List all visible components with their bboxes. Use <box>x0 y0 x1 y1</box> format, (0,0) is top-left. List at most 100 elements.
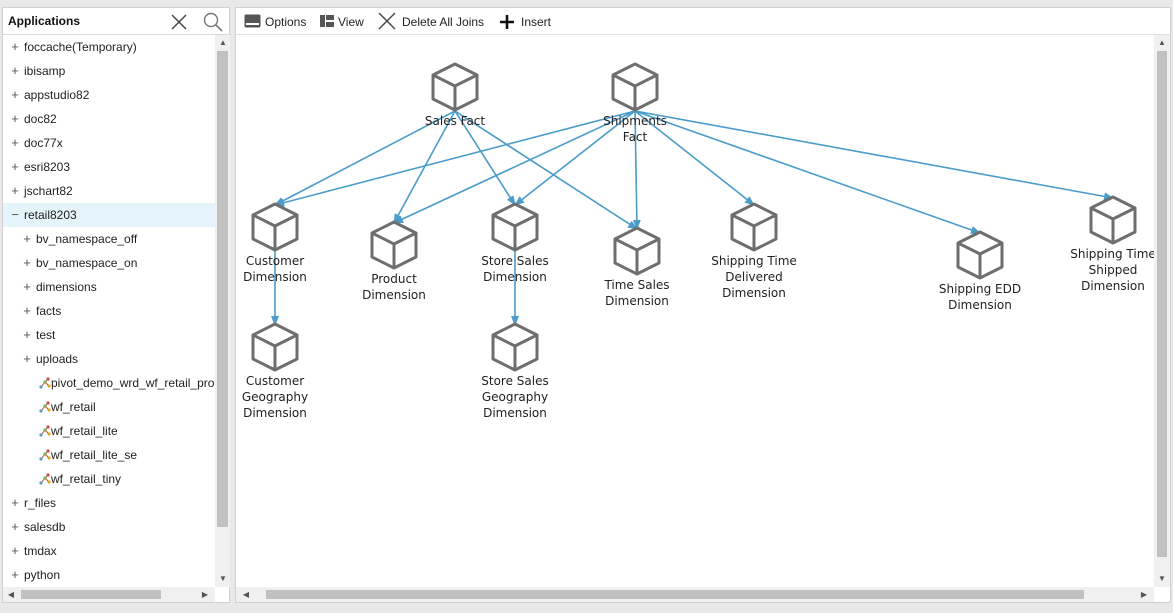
join-edge-shipments_fact-to-ship_time_shipped_dim[interactable] <box>634 110 1114 201</box>
tree-item-label: ibisamp <box>24 64 66 78</box>
canvas-vertical-scrollbar[interactable]: ▲ ▼ <box>1154 35 1170 587</box>
tree-item-label: bv_namespace_off <box>36 232 138 246</box>
scroll-right-arrow-icon[interactable]: ▶ <box>1140 590 1148 599</box>
join-edge-shipments_fact-to-product_dim[interactable] <box>393 110 636 224</box>
scroll-down-arrow-icon[interactable]: ▼ <box>219 574 227 583</box>
tree-item-facts[interactable]: + facts <box>3 299 215 323</box>
scroll-right-arrow-icon[interactable]: ▶ <box>201 590 209 599</box>
scrollbar-thumb[interactable] <box>217 51 228 527</box>
expand-icon[interactable]: + <box>11 495 19 510</box>
insert-button[interactable]: Insert <box>500 13 560 31</box>
delete-all-joins-button[interactable]: Delete All Joins <box>378 12 488 31</box>
tree-item-doc77x[interactable]: +doc77x <box>3 131 215 155</box>
close-icon[interactable] <box>169 12 189 32</box>
node-label: Fact <box>623 130 648 144</box>
tree-item-bv-namespace-off[interactable]: + bv_namespace_off <box>3 227 215 251</box>
expand-icon[interactable]: + <box>23 279 31 294</box>
expand-icon[interactable]: + <box>23 231 31 246</box>
join-edge-shipments_fact-to-customer_dim[interactable] <box>274 110 636 207</box>
tree-item-doc82[interactable]: +doc82 <box>3 107 215 131</box>
tree-vertical-scrollbar[interactable]: ▲ ▼ <box>215 35 230 587</box>
tree-item-r-files[interactable]: +r_files <box>3 491 215 515</box>
expand-icon[interactable]: + <box>23 255 31 270</box>
tree-item-test[interactable]: +test <box>3 323 215 347</box>
expand-icon[interactable]: + <box>23 327 31 342</box>
canvas-horizontal-scrollbar[interactable]: ◀ ▶ <box>236 587 1154 602</box>
tree-item-foccache-temporary-[interactable]: + foccache(Temporary) <box>3 35 215 59</box>
expand-icon[interactable]: + <box>11 567 19 582</box>
tree-item-wf-retail-tiny[interactable]: wf_retail_tiny <box>3 467 215 491</box>
search-icon[interactable] <box>202 11 224 33</box>
scrollbar-thumb[interactable] <box>21 590 161 599</box>
tree-item-label: facts <box>36 304 62 318</box>
tree-item-wf-retail-lite[interactable]: wf_retail_lite <box>3 419 215 443</box>
expand-icon[interactable]: + <box>11 39 19 54</box>
expand-icon[interactable]: + <box>11 519 19 534</box>
tree-item-python[interactable]: +python <box>3 563 215 587</box>
options-button[interactable]: Options <box>244 13 314 31</box>
expand-icon[interactable]: + <box>11 135 19 150</box>
node-label: Shipping Time <box>711 254 797 268</box>
tree-item-esri8203[interactable]: + esri8203 <box>3 155 215 179</box>
scroll-down-arrow-icon[interactable]: ▼ <box>1158 574 1166 583</box>
synonym-file-icon <box>39 473 51 485</box>
tree-item-bv-namespace-on[interactable]: +bv_namespace_on <box>3 251 215 275</box>
scrollbar-thumb[interactable] <box>266 590 1084 599</box>
tree-item-retail8203[interactable]: −retail8203 <box>3 203 215 227</box>
tree-item-ibisamp[interactable]: + ibisamp <box>3 59 215 83</box>
node-label: Dimension <box>243 270 307 284</box>
tree-horizontal-scrollbar[interactable]: ◀ ▶ <box>3 587 215 602</box>
expand-icon[interactable]: + <box>11 63 19 78</box>
scrollbar-thumb[interactable] <box>1157 51 1167 557</box>
expand-icon[interactable]: + <box>11 543 19 558</box>
tree-item-label: foccache(Temporary) <box>24 40 137 54</box>
applications-panel: Applications +foccache(Temporary)+ibisam… <box>2 7 231 603</box>
node-sales-fact[interactable]: Sales Fact <box>425 62 486 128</box>
join-diagram-panel: Options View Delete All Joins Insert <box>235 7 1171 603</box>
join-edge-shipments_fact-to-ship_time_delivered_dim[interactable] <box>634 110 755 206</box>
tree-item-salesdb[interactable]: +salesdb <box>3 515 215 539</box>
join-edge-shipments_fact-to-ship_edd_dim[interactable] <box>634 110 981 234</box>
expand-icon[interactable]: + <box>23 351 31 366</box>
node-label: Shipping Time <box>1070 247 1154 261</box>
scroll-up-arrow-icon[interactable]: ▲ <box>219 38 227 47</box>
view-button[interactable]: View <box>320 13 370 31</box>
tree-item-appstudio82[interactable]: +appstudio82 <box>3 83 215 107</box>
join-edge-shipments_fact-to-store_sales_dim[interactable] <box>514 110 636 206</box>
join-edge-sales_fact-to-time_sales_dim[interactable] <box>454 110 638 230</box>
join-edge-sales_fact-to-store_sales_dim[interactable] <box>454 110 516 206</box>
scroll-up-arrow-icon[interactable]: ▲ <box>1158 38 1166 47</box>
expand-icon[interactable]: + <box>11 87 19 102</box>
join-edge-sales_fact-to-customer_dim[interactable] <box>274 110 456 206</box>
tree-item-label: esri8203 <box>24 160 71 174</box>
node-label: Shipped <box>1089 263 1138 277</box>
expand-icon[interactable]: + <box>11 159 19 174</box>
tree-item-pivot-demo-wrd-wf-retail-pro[interactable]: pivot_demo_wrd_wf_retail_pro <box>3 371 215 395</box>
collapse-icon[interactable]: − <box>11 207 19 222</box>
tree-item-wf-retail[interactable]: wf_retail <box>3 395 215 419</box>
tree-item-wf-retail-lite-se[interactable]: wf_retail_lite_se <box>3 443 215 467</box>
expand-icon[interactable]: + <box>11 183 19 198</box>
scroll-left-arrow-icon[interactable]: ◀ <box>7 590 15 599</box>
tree-item-tmdax[interactable]: +tmdax <box>3 539 215 563</box>
join-edge-shipments_fact-to-time_sales_dim[interactable] <box>632 110 641 230</box>
expand-icon[interactable]: + <box>11 111 19 126</box>
tree-item-jschart82[interactable]: +jschart82 <box>3 179 215 203</box>
scroll-left-arrow-icon[interactable]: ◀ <box>242 590 250 599</box>
join-edge-sales_fact-to-product_dim[interactable] <box>393 110 456 224</box>
node-label: Sales Fact <box>425 114 486 128</box>
expand-icon[interactable]: + <box>23 303 31 318</box>
tree-item-dimensions[interactable]: +dimensions <box>3 275 215 299</box>
tree-item-uploads[interactable]: +uploads <box>3 347 215 371</box>
